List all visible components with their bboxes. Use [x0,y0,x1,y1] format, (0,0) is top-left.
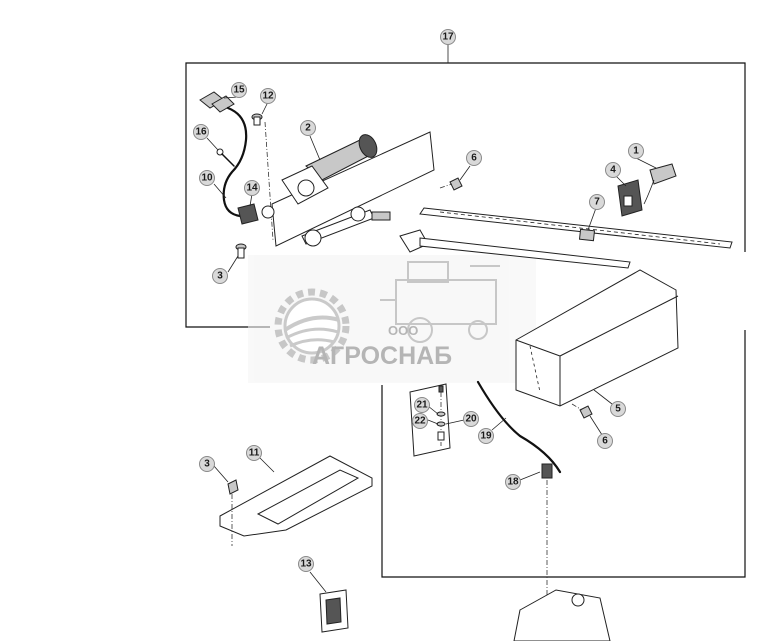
callout-17-label: 17 [442,32,454,43]
callout-7: 7 [589,194,605,210]
callout-16: 16 [193,124,209,140]
ring-terminal-part [216,148,235,167]
watermark-prefix: ООО [388,323,418,338]
lower-assembly-frame [381,330,746,578]
callout-20: 20 [463,411,479,427]
callout-21: 21 [414,397,430,413]
callout-6-lower: 6 [597,433,613,449]
callout-14-label: 14 [246,183,258,194]
motor-cover-part [515,269,679,407]
callout-5-label: 5 [615,404,621,415]
bolt-6-upper-part [439,177,463,191]
agrosnab-watermark-logo: ООО АГРОСНАБ [248,255,536,383]
callout-20-label: 20 [465,414,477,425]
callout-1-label: 1 [633,146,639,157]
callout-4: 4 [605,162,621,178]
callout-6-lower-label: 6 [602,436,608,447]
callout-12: 12 [260,88,276,104]
wiper-blade-part [399,207,733,269]
callout-19-label: 19 [480,431,492,442]
callout-13: 13 [298,556,314,572]
bolt-6-lower-part [571,403,593,419]
callout-3-lower-label: 3 [204,459,210,470]
leader-lines [206,44,657,593]
callout-19: 19 [478,428,494,444]
callout-3-upper-label: 3 [217,271,223,282]
switch-cap-part [319,589,349,633]
callout-22: 22 [412,413,428,429]
callout-17: 17 [440,29,456,45]
callout-15-label: 15 [233,85,245,96]
callout-3-upper: 3 [212,268,228,284]
callout-7-label: 7 [594,197,600,208]
callout-2: 2 [300,120,316,136]
screw-12-part [251,113,274,241]
callout-18: 18 [505,474,521,490]
harness-connector-part [199,91,248,218]
callout-10-label: 10 [201,173,213,184]
callout-5: 5 [610,401,626,417]
callout-4-label: 4 [610,165,616,176]
callout-21-label: 21 [416,400,428,411]
callout-6-upper: 6 [466,150,482,166]
callout-22-label: 22 [414,416,426,427]
callout-15: 15 [231,82,247,98]
watermark-name: АГРОСНАБ [312,342,452,370]
pump-assembly-partial [513,589,611,641]
callout-11-label: 11 [249,448,260,459]
callout-6-upper-label: 6 [471,153,477,164]
bracket-11-part [219,455,373,546]
callout-1: 1 [628,143,644,159]
upper-assembly-frame [185,62,746,328]
callout-10: 10 [199,170,215,186]
wiper-switch-part [617,163,677,217]
callout-14: 14 [244,180,260,196]
wiper-motor-part [237,131,435,247]
callout-13-label: 13 [300,559,312,570]
callout-18-label: 18 [507,477,519,488]
callout-12-label: 12 [262,91,274,102]
callout-16-label: 16 [195,127,207,138]
washer-hose-part [476,380,562,600]
callout-3-lower: 3 [199,456,215,472]
callout-2-label: 2 [305,123,311,134]
callout-11: 11 [246,445,262,461]
screw-3-upper-part [235,243,247,259]
